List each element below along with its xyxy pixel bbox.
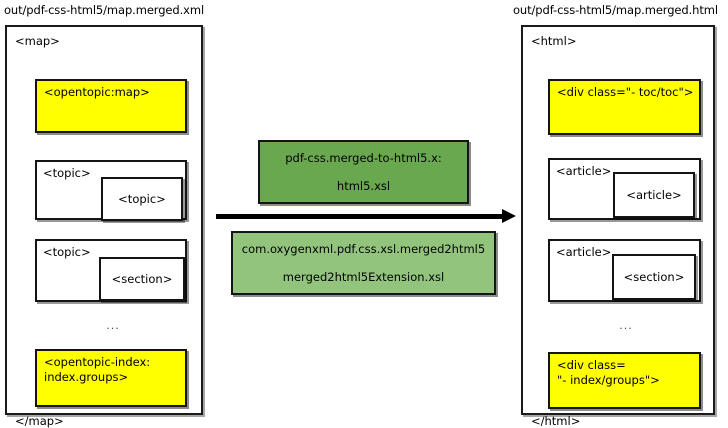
source-document-panel: <map> <opentopic:map> <topic> <topic> <t… [5, 25, 203, 428]
source-root-close-tag: </map> [15, 414, 64, 428]
source-block-topic-section-inner[interactable]: <section> [99, 257, 185, 301]
target-block-toc-div[interactable]: <div class="- toc/toc"> [548, 79, 701, 135]
source-block-topic-section-inner-label: <section> [111, 272, 173, 286]
transform-extension-line2: merged2html5Extension.xsl [282, 270, 445, 284]
transform-primary-line2: html5.xsl [336, 179, 391, 193]
target-block-article-article[interactable]: <article> <article> [548, 158, 701, 220]
target-block-article-section-inner[interactable]: <section> [612, 254, 696, 300]
source-file-caption: out/pdf-css-html5/map.merged.xml [4, 3, 205, 17]
transform-primary-line1: pdf-css.merged-to-html5.x: [285, 151, 442, 165]
target-file-caption: out/pdf-css-html5/map.merged.html [513, 3, 718, 17]
transform-primary-stylesheet[interactable]: pdf-css.merged-to-html5.x: html5.xsl [258, 140, 469, 204]
source-block-opentopic-index[interactable]: <opentopic-index: index.groups> [35, 349, 187, 407]
source-root-open-tag: <map> [15, 34, 60, 48]
target-document-panel: <html> <div class="- toc/toc"> <article>… [521, 25, 715, 428]
target-block-index-groups-div-label: <div class= "- index/groups"> [557, 358, 660, 387]
source-block-topic-topic-inner-label: <topic> [118, 192, 166, 206]
source-block-ellipsis: ... [106, 319, 120, 332]
source-block-topic-section-outer-label: <topic> [43, 245, 91, 259]
target-block-article-article-inner-label: <article> [626, 188, 682, 202]
target-block-ellipsis: ... [619, 319, 633, 332]
target-block-index-groups-div[interactable]: <div class= "- index/groups"> [548, 352, 701, 409]
source-block-topic-topic[interactable]: <topic> <topic> [35, 160, 187, 221]
transform-extension-stylesheet[interactable]: com.oxygenxml.pdf.css.xsl.merged2html5 m… [231, 231, 496, 295]
source-block-topic-topic-outer-label: <topic> [43, 166, 91, 180]
target-root-close-tag: </html> [531, 414, 581, 428]
transformation-arrow-shaft [216, 214, 506, 219]
source-block-topic-section[interactable]: <topic> <section> [35, 239, 187, 302]
target-block-article-article-outer-label: <article> [556, 164, 612, 178]
source-block-opentopic-map-label: <opentopic:map> [44, 85, 150, 99]
target-root-open-tag: <html> [531, 34, 577, 48]
source-block-topic-topic-inner[interactable]: <topic> [101, 177, 183, 221]
source-block-opentopic-index-label: <opentopic-index: index.groups> [44, 355, 151, 384]
target-block-toc-div-label: <div class="- toc/toc"> [557, 85, 694, 99]
target-block-article-article-inner[interactable]: <article> [613, 172, 695, 218]
target-block-article-section-inner-label: <section> [623, 270, 685, 284]
target-block-article-section[interactable]: <article> <section> [548, 239, 701, 302]
transformation-arrow-head [502, 209, 516, 223]
target-block-article-section-outer-label: <article> [556, 245, 612, 259]
transform-extension-line1: com.oxygenxml.pdf.css.xsl.merged2html5 [241, 242, 486, 256]
source-block-opentopic-map[interactable]: <opentopic:map> [35, 79, 187, 133]
